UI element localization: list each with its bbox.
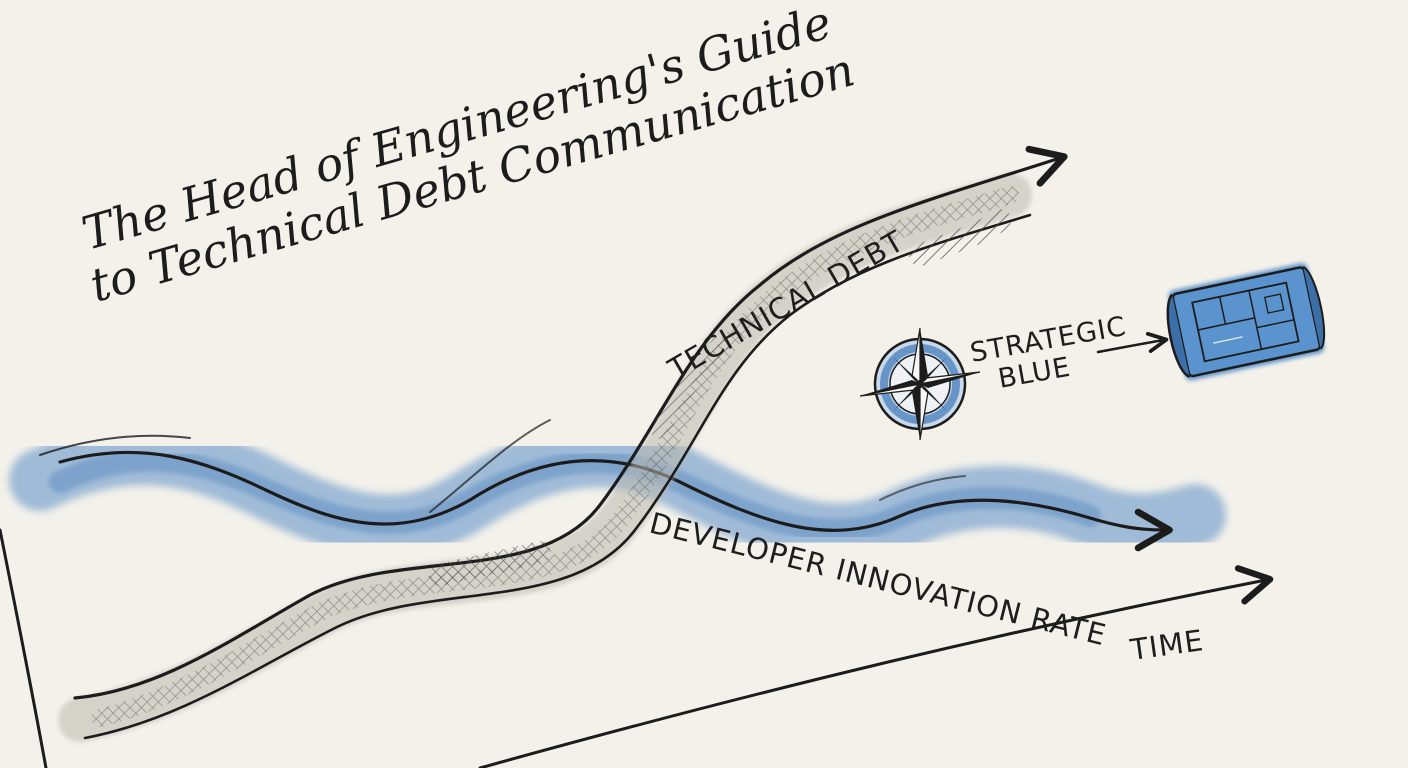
technical-debt-curve <box>58 145 1068 742</box>
compass-rose-icon <box>859 327 981 441</box>
debt-line-lower <box>83 213 1032 740</box>
blueprint-scroll-icon <box>1166 263 1326 381</box>
axes <box>0 528 1274 768</box>
page-title: The Head of Engineering's Guide to Techn… <box>76 0 860 313</box>
y-axis-line <box>0 528 48 768</box>
debt-line-upper <box>73 145 1068 700</box>
time-axis-arrow <box>478 565 1274 768</box>
time-axis-label: TIME <box>1127 623 1206 667</box>
strategic-arrow <box>1096 331 1169 354</box>
technical-debt-label: TECHNICAL DEBT <box>662 224 910 387</box>
